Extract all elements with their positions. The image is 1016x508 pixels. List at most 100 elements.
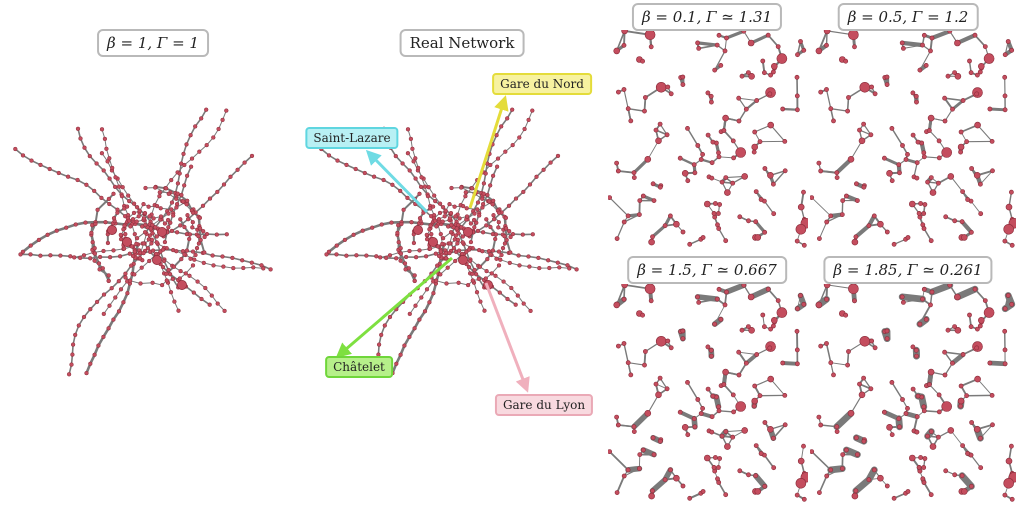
network-edge (928, 284, 954, 296)
network-node (1005, 39, 1011, 44)
network-node (824, 473, 830, 479)
network-node (741, 427, 749, 434)
network-node (196, 241, 202, 246)
network-node (130, 217, 136, 222)
network-node (101, 334, 106, 340)
network-node (204, 231, 210, 237)
network-edge (818, 475, 828, 494)
network-node (861, 121, 866, 127)
network-node (687, 241, 693, 247)
network-node (435, 244, 441, 249)
network-node (211, 263, 216, 268)
network-node (648, 298, 654, 304)
network-node (715, 222, 720, 228)
network-node (393, 153, 398, 159)
network-hub (427, 236, 438, 247)
network-node (640, 193, 646, 199)
callout-saint-lazare: Saint-Lazare (305, 127, 399, 149)
network-node (110, 165, 115, 171)
network-node (89, 230, 94, 236)
network-node (815, 301, 823, 309)
network-node (483, 276, 488, 281)
network-node (823, 30, 831, 35)
network-node (487, 199, 492, 204)
network-node (537, 265, 542, 271)
network-node (719, 433, 725, 439)
network-node (958, 149, 963, 155)
network-node (481, 191, 486, 196)
network-node (453, 258, 458, 264)
network-node (921, 154, 927, 160)
network-node (891, 241, 897, 247)
network-node (613, 301, 621, 309)
network-node (718, 63, 724, 68)
network-edge (738, 351, 758, 355)
network-node (128, 224, 133, 229)
network-node (149, 237, 155, 242)
network-node (974, 345, 980, 351)
network-node (99, 195, 104, 201)
network-node (491, 213, 496, 218)
network-node (224, 108, 229, 113)
network-node (651, 198, 657, 203)
network-node (681, 423, 689, 431)
network-node (504, 237, 509, 243)
network-node (149, 241, 154, 246)
network-node (798, 39, 803, 44)
network-node (20, 153, 26, 158)
network-node (928, 48, 933, 54)
network-node (914, 429, 920, 435)
network-node (621, 219, 627, 225)
network-node (640, 447, 646, 453)
network-node (448, 230, 454, 235)
network-node (398, 188, 403, 194)
network-edge (818, 221, 828, 240)
network-node (261, 266, 266, 271)
network-edge (449, 242, 517, 306)
network-node (957, 397, 965, 405)
network-node (99, 127, 105, 132)
network-edge (623, 213, 641, 223)
network-edge (817, 30, 829, 52)
network-node (797, 457, 805, 465)
network-node (884, 229, 890, 235)
network-node (925, 433, 930, 439)
network-node (917, 67, 923, 73)
network-node (680, 74, 686, 80)
network-node (861, 438, 867, 444)
network-node (191, 290, 196, 295)
network-node (455, 237, 461, 242)
network-node (181, 199, 186, 204)
network-node (470, 271, 475, 276)
network-edge (686, 381, 699, 401)
network-node (886, 170, 893, 177)
network-node (178, 268, 183, 274)
network-node (157, 190, 162, 195)
network-node (923, 63, 929, 68)
network-node (81, 314, 87, 320)
network-edge (979, 170, 993, 185)
network-node (241, 265, 246, 271)
network-node (794, 74, 800, 80)
zoom-panel-2 (810, 30, 1016, 248)
network-node (168, 290, 174, 295)
network-node (412, 278, 417, 284)
network-node (889, 125, 895, 131)
network-node (526, 254, 531, 259)
network-node (448, 210, 454, 216)
network-node (141, 241, 146, 246)
network-node (730, 180, 736, 186)
network-node (817, 490, 822, 495)
network-node (866, 477, 872, 483)
network-node (134, 205, 140, 210)
network-node (650, 234, 655, 240)
network-node (534, 174, 539, 179)
network-node (775, 298, 781, 303)
network-node (947, 173, 955, 180)
network-edge (617, 424, 635, 428)
network-node (711, 464, 717, 470)
panel-label-zoom-3: β = 1.5, Γ ≃ 0.667 (627, 256, 787, 284)
network-node (496, 249, 502, 254)
network-node (716, 404, 721, 410)
network-node (801, 242, 807, 248)
